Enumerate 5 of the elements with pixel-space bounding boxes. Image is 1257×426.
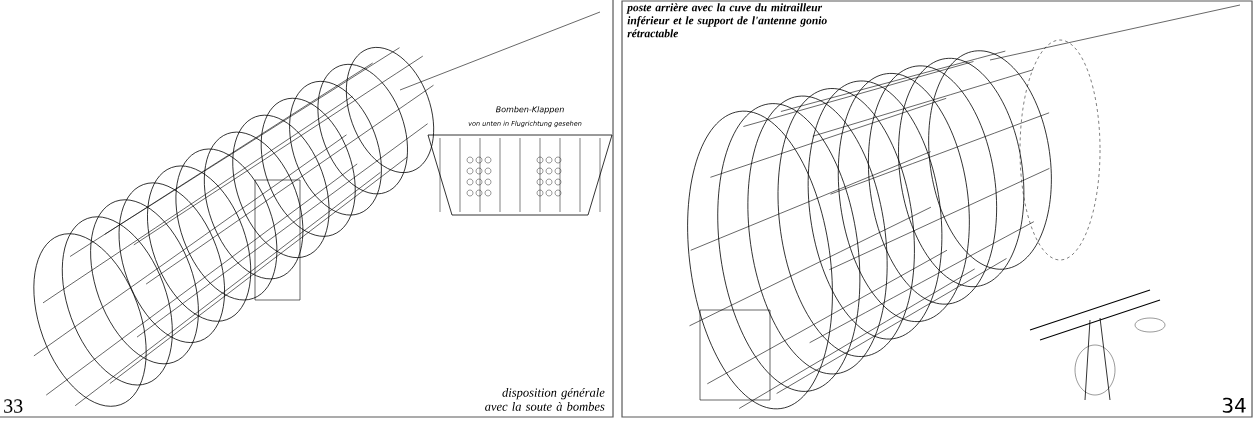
figure-number: 33	[4, 399, 23, 413]
caption: poste arrière avec la cuve du mitrailleur inférieur et le support de l'antenne gonio rétractable	[626, 3, 827, 38]
inset-title: Bomben-Klappen	[495, 106, 564, 114]
figure-number: 34	[1222, 397, 1246, 413]
caption: disposition générale avec la soute à bombes	[485, 387, 605, 411]
